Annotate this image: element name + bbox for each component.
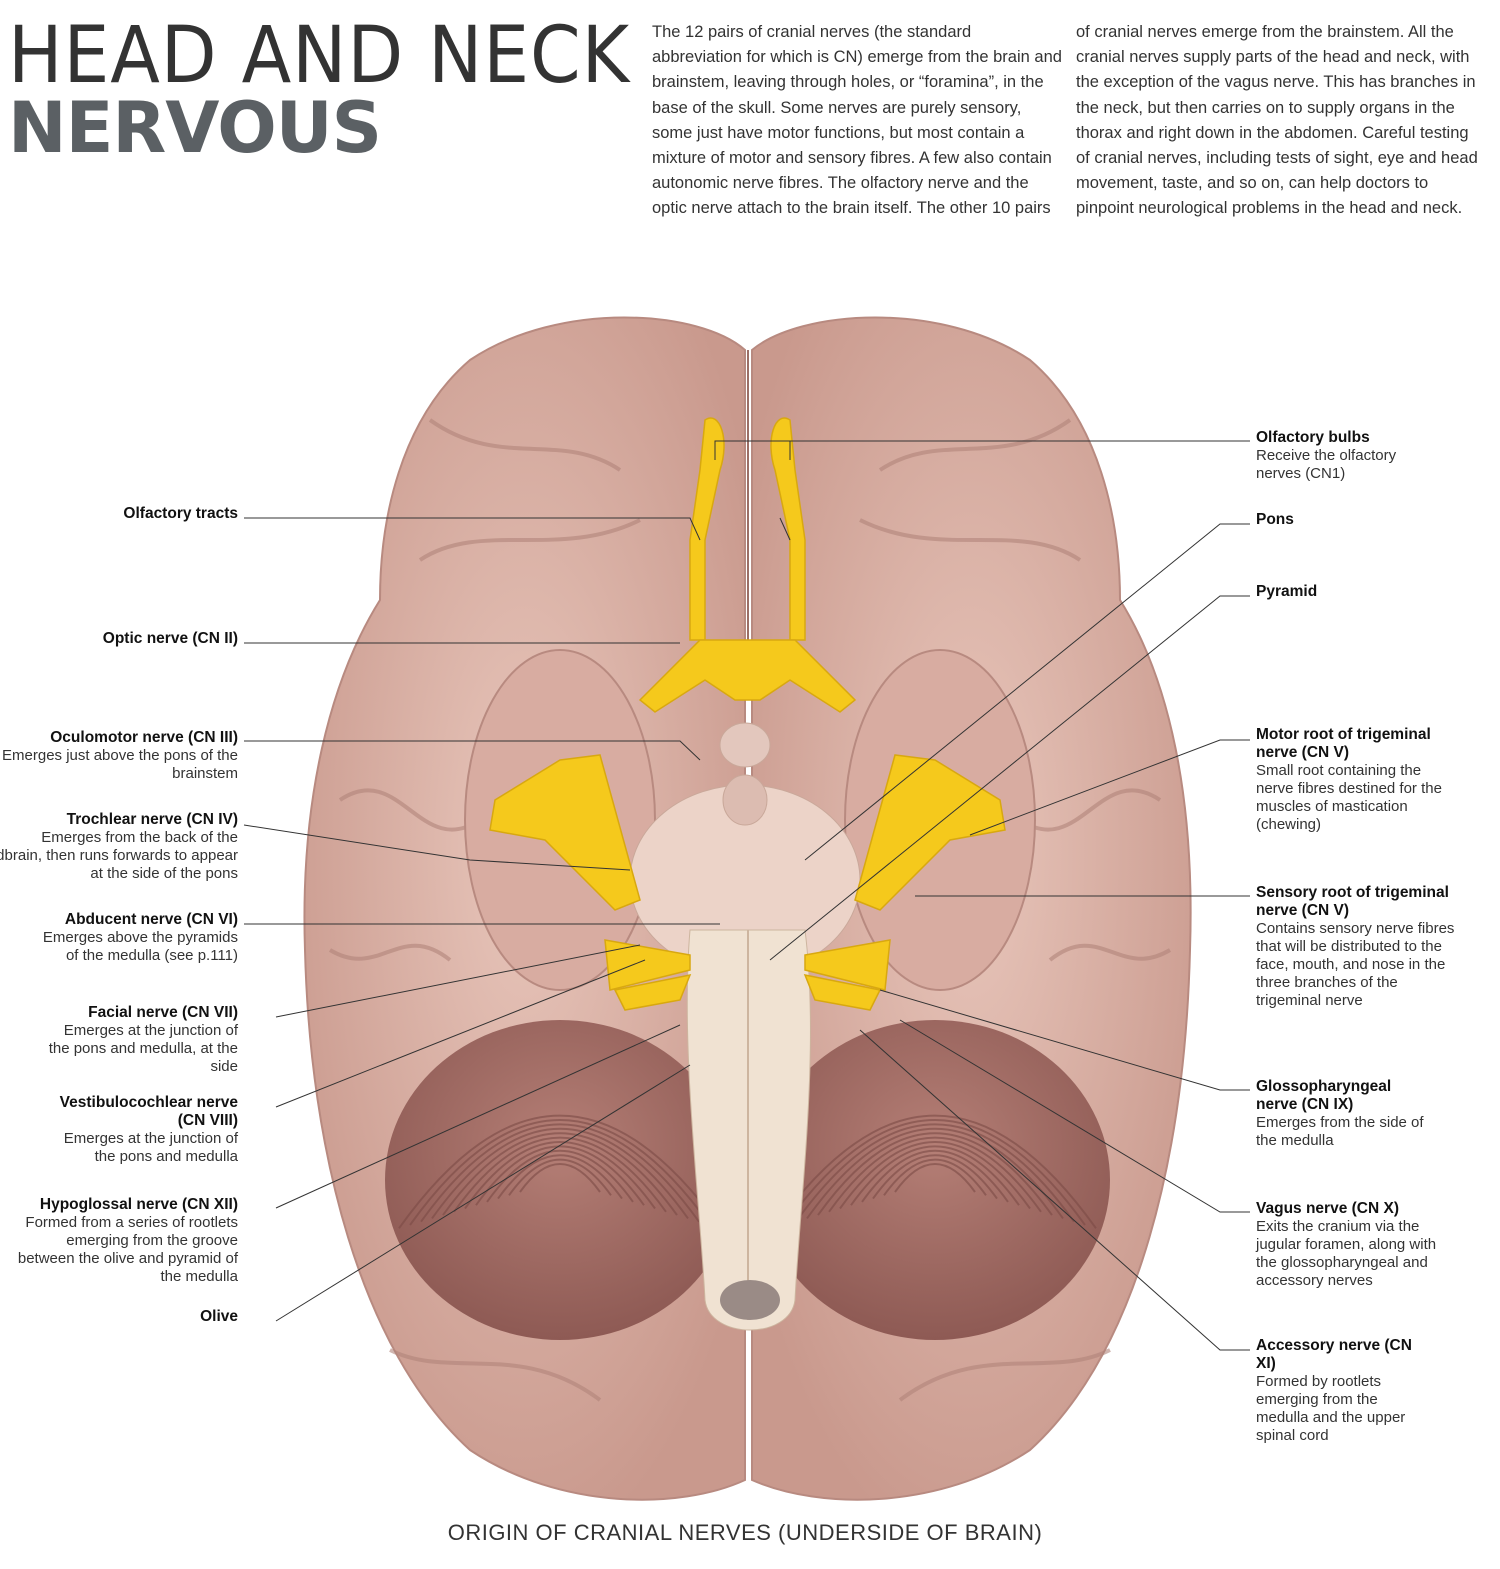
leader-line <box>275 1064 691 1322</box>
leader-line <box>879 989 1250 1091</box>
cerebellar-folium <box>497 1154 623 1200</box>
label-accessory-nerve: Accessory nerve (CN XI)Formed by rootlet… <box>1256 1337 1412 1444</box>
cerebellar-folium <box>894 1163 976 1193</box>
cerebellar-folium <box>850 1145 1020 1206</box>
leader-line <box>779 517 791 541</box>
cerebellar-folium <box>409 1119 711 1226</box>
leader-line <box>244 740 701 761</box>
cranial-nerves <box>489 417 1006 1011</box>
leader-line <box>859 1029 1250 1351</box>
title-line2: NERVOUS <box>8 87 382 169</box>
leader-line <box>275 1024 681 1209</box>
label-olfactory-tracts: Olfactory tracts <box>123 505 238 522</box>
leader-line <box>769 595 1250 961</box>
intro-column-2: of cranial nerves emerge from the brains… <box>1076 23 1478 218</box>
label-olive: Olive <box>200 1308 238 1325</box>
cerebellar-folium <box>431 1127 689 1219</box>
cerebellum <box>385 1020 1110 1340</box>
cerebellar-folium <box>508 1158 612 1196</box>
cerebellar-folium <box>861 1150 1009 1203</box>
cerebellar-folium <box>519 1163 601 1193</box>
label-pyramid: Pyramid <box>1256 583 1318 600</box>
leader-line <box>714 440 1250 460</box>
cerebellar-folium <box>486 1150 634 1203</box>
cerebellar-folium <box>453 1136 667 1213</box>
label-abducent-nerve: Abducent nerve (CN VI)Emerges above the … <box>42 911 238 964</box>
intro-column-1: The 12 pairs of cranial nerves (the stan… <box>652 23 1062 218</box>
label-facial-nerve: Facial nerve (CN VII)Emerges at the junc… <box>48 1004 238 1075</box>
label-hypoglossal-nerve: Hypoglossal nerve (CN XII)Formed from a … <box>17 1196 238 1285</box>
leader-line <box>244 517 701 541</box>
cerebellar-folium <box>464 1141 656 1210</box>
cerebellar-folium <box>420 1123 700 1223</box>
cerebellar-folium <box>839 1141 1031 1210</box>
leader-lines <box>243 440 1250 1351</box>
label-glossopharyngeal-nerve: Glossopharyngeal nerve (CN IX)Emerges fr… <box>1256 1078 1424 1149</box>
cerebellar-folium <box>795 1123 1075 1223</box>
label-optic-nerve: Optic nerve (CN II) <box>102 630 238 647</box>
cerebellar-folium <box>806 1127 1064 1219</box>
leader-line <box>804 523 1250 861</box>
label-vestibulocochlear-nerve: Vestibulocochlear nerve (CN VIII)Emerges… <box>59 1094 238 1165</box>
label-trochlear-nerve: Trochlear nerve (CN IV)Emerges from the … <box>0 811 238 882</box>
cerebellar-folium <box>872 1154 998 1200</box>
cerebellar-folium <box>398 1114 722 1229</box>
label-oculomotor-nerve: Oculomotor nerve (CN III)Emerges just ab… <box>2 729 238 782</box>
leader-line <box>969 739 1250 836</box>
leader-line <box>899 1019 1250 1213</box>
brainstem <box>629 722 861 1331</box>
cerebellar-folium <box>828 1136 1042 1213</box>
label-pons: Pons <box>1256 511 1294 528</box>
cerebellar-folium <box>475 1145 645 1206</box>
label-sensory-root-trigeminal: Sensory root of trigeminal nerve (CN V)C… <box>1256 884 1455 1009</box>
cerebellar-folium <box>773 1114 1097 1229</box>
cerebellar-folium <box>442 1132 678 1216</box>
leader-line <box>275 944 641 1018</box>
title-line1: HEAD AND NECK <box>8 11 631 101</box>
leader-line <box>243 824 631 871</box>
cerebellar-folium <box>883 1158 987 1196</box>
leader-line <box>275 959 646 1108</box>
cerebellar-folium <box>784 1119 1086 1226</box>
label-vagus-nerve: Vagus nerve (CN X)Exits the cranium via … <box>1256 1200 1437 1289</box>
cerebellar-folium <box>817 1132 1053 1216</box>
figure-caption: ORIGIN OF CRANIAL NERVES (UNDERSIDE OF B… <box>447 1520 1043 1545</box>
label-motor-root-trigeminal: Motor root of trigeminal nerve (CN V)Sma… <box>1256 726 1442 833</box>
